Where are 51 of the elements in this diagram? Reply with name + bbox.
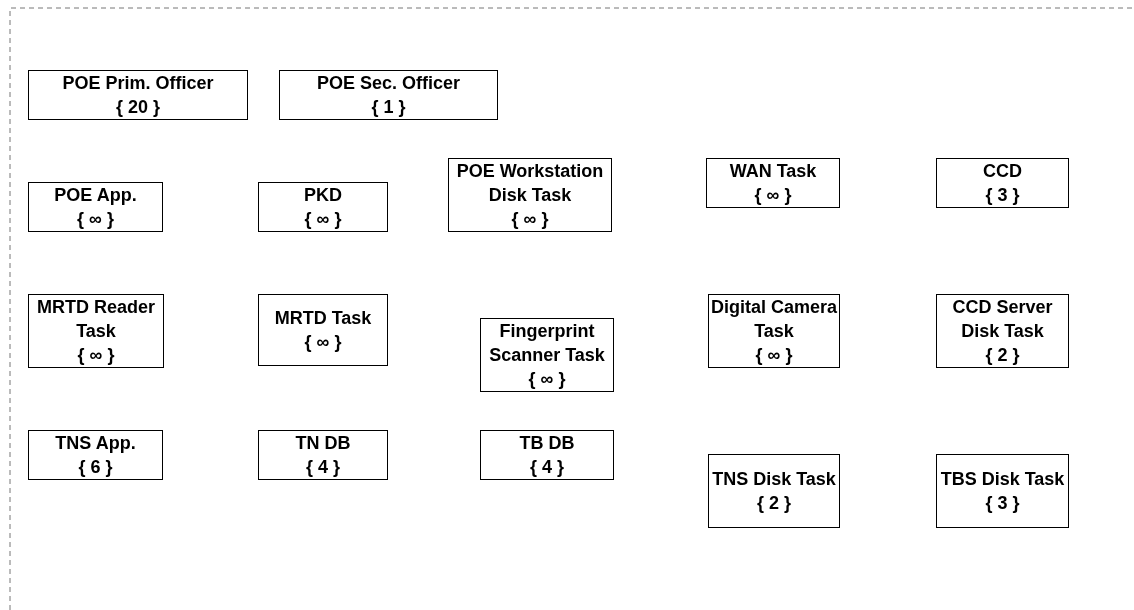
task-box bbox=[28, 294, 164, 368]
instance-count: { 3 } bbox=[985, 184, 1020, 207]
instance-count: { 2 } bbox=[985, 344, 1020, 367]
task-box bbox=[480, 318, 614, 392]
task-box bbox=[258, 182, 388, 232]
task-name: TN DB bbox=[295, 432, 351, 455]
instance-count: { ∞ } bbox=[528, 368, 566, 391]
instance-count: { ∞ } bbox=[77, 208, 114, 231]
task-name: CCD Server Disk Task bbox=[951, 296, 1054, 343]
instance-count: { ∞ } bbox=[304, 331, 342, 354]
task-name: CCD bbox=[983, 160, 1022, 183]
task-name: TNS App. bbox=[55, 432, 136, 455]
task-name: MRTD Task bbox=[274, 307, 372, 330]
task-name: WAN Task bbox=[729, 160, 817, 183]
task-name: Digital Camera Task bbox=[709, 296, 838, 343]
instance-count: { ∞ } bbox=[755, 344, 793, 367]
task-name: MRTD Reader Task bbox=[36, 296, 156, 343]
task-box bbox=[936, 158, 1069, 208]
task-box bbox=[28, 70, 248, 120]
task-box bbox=[28, 430, 163, 480]
task-name: POE Workstation Disk Task bbox=[455, 160, 605, 207]
task-box bbox=[936, 294, 1069, 368]
task-box bbox=[258, 430, 388, 480]
task-name: TB DB bbox=[519, 432, 575, 455]
instance-count: { ∞ } bbox=[754, 184, 792, 207]
instance-count: { ∞ } bbox=[511, 208, 549, 231]
task-box bbox=[448, 158, 612, 232]
task-name: Fingerprint Scanner Task bbox=[488, 320, 606, 367]
instance-count: { 3 } bbox=[985, 492, 1020, 515]
instance-count: { 20 } bbox=[115, 96, 160, 119]
task-box bbox=[258, 294, 388, 366]
instance-count: { ∞ } bbox=[77, 344, 115, 367]
task-box bbox=[708, 454, 840, 528]
instance-count: { ∞ } bbox=[304, 208, 342, 231]
task-name: POE Sec. Officer bbox=[316, 72, 461, 95]
task-box bbox=[708, 294, 840, 368]
task-name: PKD bbox=[304, 184, 342, 207]
task-name: POE Prim. Officer bbox=[62, 72, 214, 95]
task-name: TBS Disk Task bbox=[940, 468, 1065, 491]
task-box bbox=[279, 70, 498, 120]
instance-count: { 4 } bbox=[530, 456, 564, 479]
task-box bbox=[936, 454, 1069, 528]
task-name: TNS Disk Task bbox=[712, 468, 836, 491]
task-box bbox=[28, 182, 163, 232]
instance-count: { 2 } bbox=[757, 492, 791, 515]
task-name: POE App. bbox=[54, 184, 137, 207]
task-box bbox=[706, 158, 840, 208]
instance-count: { 4 } bbox=[306, 456, 340, 479]
task-box bbox=[480, 430, 614, 480]
instance-count: { 6 } bbox=[78, 456, 113, 479]
instance-count: { 1 } bbox=[371, 96, 406, 119]
